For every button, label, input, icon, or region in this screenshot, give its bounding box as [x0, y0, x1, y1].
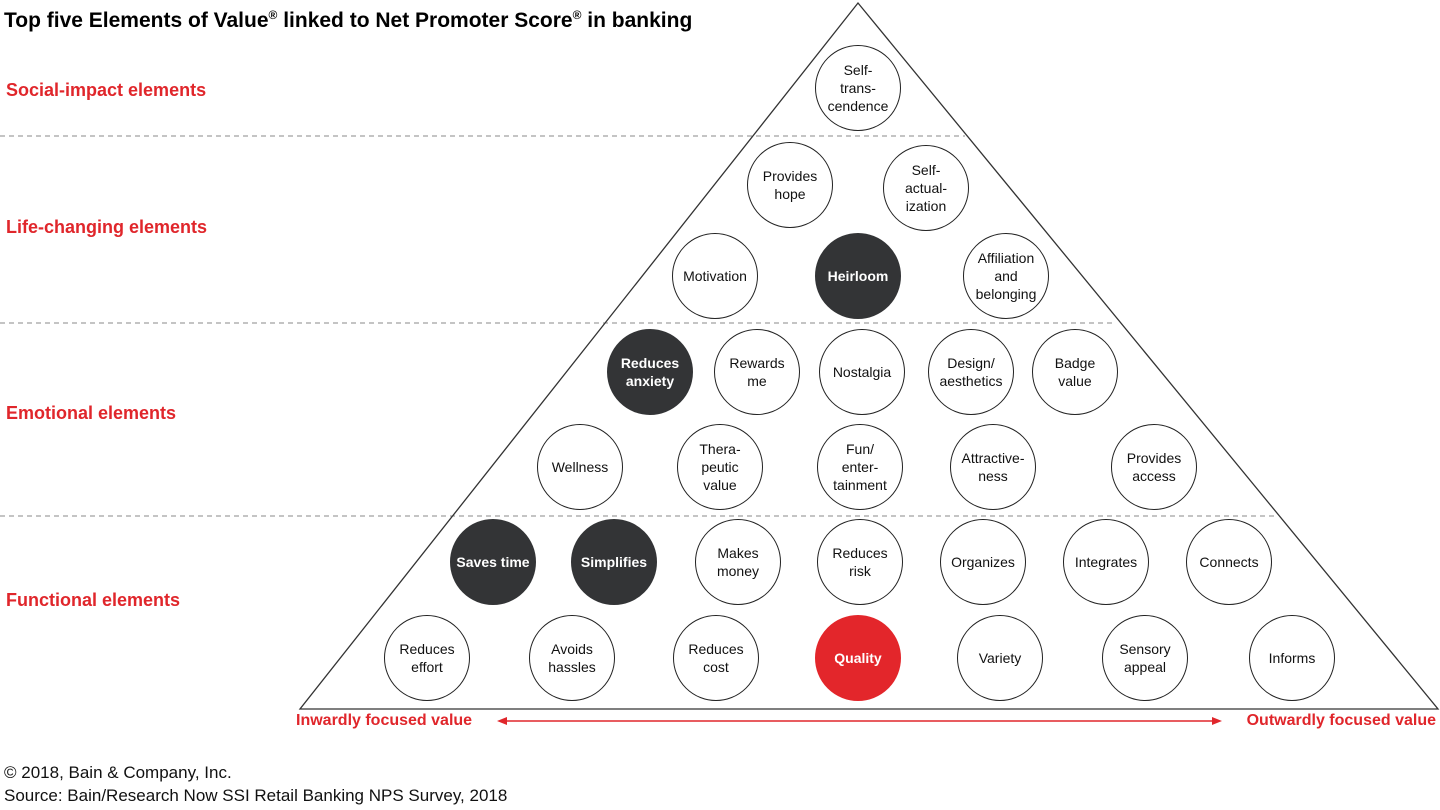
- chart-title: Top five Elements of Value® linked to Ne…: [4, 8, 692, 33]
- element-circle: Avoids hassles: [529, 615, 615, 701]
- pyramid-outline: [298, 1, 1440, 710]
- element-circle: Makes money: [695, 519, 781, 605]
- element-circle: Variety: [957, 615, 1043, 701]
- category-emotional: Emotional elements: [6, 403, 177, 423]
- axis-left-label: Inwardly focused value: [296, 712, 473, 729]
- element-circle: Self- trans- cendence: [815, 45, 901, 131]
- element-circle: Wellness: [537, 424, 623, 510]
- element-circle: Fun/ enter- tainment: [817, 424, 903, 510]
- element-circle: Rewards me: [714, 329, 800, 415]
- element-circle: Informs: [1249, 615, 1335, 701]
- element-circle: Reduces effort: [384, 615, 470, 701]
- element-circle: Reduces anxiety: [607, 329, 693, 415]
- element-circle: Reduces risk: [817, 519, 903, 605]
- element-circle: Badge value: [1032, 329, 1118, 415]
- element-circle: Provides hope: [747, 142, 833, 228]
- element-circle: Reduces cost: [673, 615, 759, 701]
- focus-arrow: [497, 717, 1222, 725]
- category-functional: Functional elements: [6, 590, 181, 610]
- element-circle: Thera- peutic value: [677, 424, 763, 510]
- element-circle: Motivation: [672, 233, 758, 319]
- element-circle: Sensory appeal: [1102, 615, 1188, 701]
- copyright: © 2018, Bain & Company, Inc.: [4, 763, 232, 782]
- element-circle: Affiliation and belonging: [963, 233, 1049, 319]
- title-part: linked to Net Promoter Score: [277, 9, 573, 32]
- element-circle: Connects: [1186, 519, 1272, 605]
- element-circle: Integrates: [1063, 519, 1149, 605]
- title-part: in banking: [581, 9, 693, 32]
- element-circle: Organizes: [940, 519, 1026, 605]
- title-part: Top five Elements of Value: [4, 9, 269, 32]
- registered-mark: ®: [572, 8, 582, 22]
- element-circle: Provides access: [1111, 424, 1197, 510]
- element-circle: Saves time: [450, 519, 536, 605]
- axis-right-label: Outwardly focused value: [1246, 712, 1436, 729]
- element-circle: Attractive- ness: [950, 424, 1036, 510]
- element-circle: Self- actual- ization: [883, 145, 969, 231]
- element-circle: Nostalgia: [819, 329, 905, 415]
- source-note: Source: Bain/Research Now SSI Retail Ban…: [4, 786, 508, 805]
- element-circle: Quality: [815, 615, 901, 701]
- element-circle: Simplifies: [571, 519, 657, 605]
- category-social-impact: Social-impact elements: [6, 80, 207, 100]
- registered-mark: ®: [268, 8, 278, 22]
- element-circle: Heirloom: [815, 233, 901, 319]
- category-life-changing: Life-changing elements: [6, 217, 208, 237]
- element-circle: Design/ aesthetics: [928, 329, 1014, 415]
